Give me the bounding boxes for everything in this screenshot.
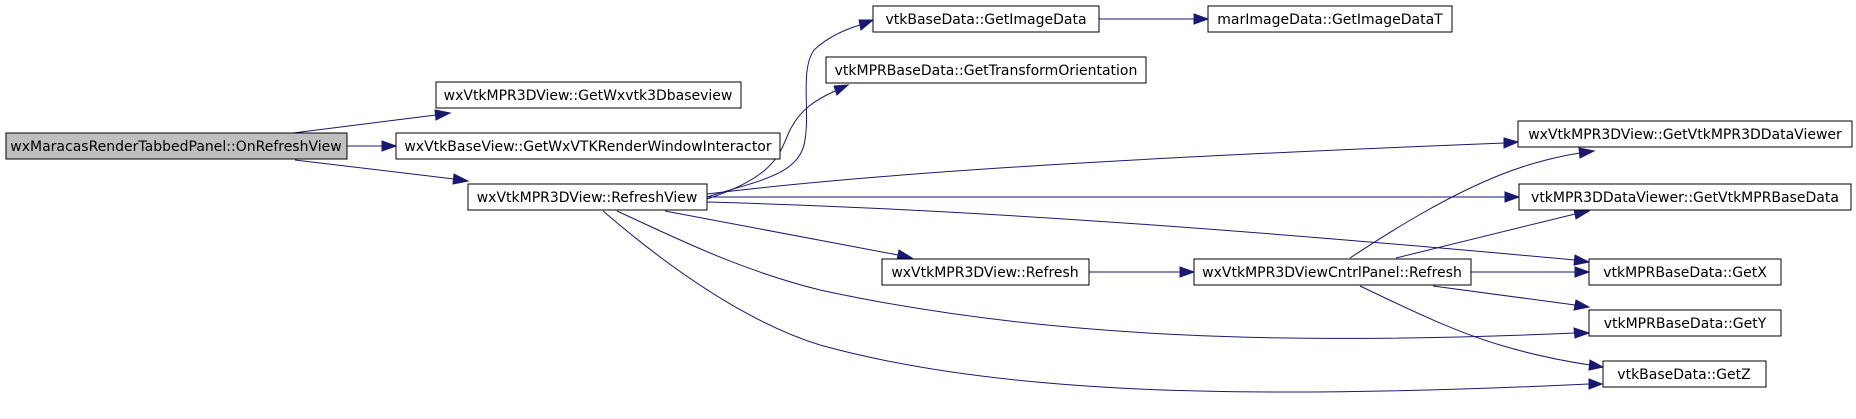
edge-refreshview-getvtkmpr3ddataviewer xyxy=(706,137,1520,195)
node-refresh-label: wxVtkMPR3DView::Refresh xyxy=(891,265,1078,281)
edge-root-getwxvtk3dbaseview xyxy=(284,109,452,135)
node-getvtkmpr3ddataviewer[interactable]: wxVtkMPR3DView::GetVtkMPR3DDataViewer xyxy=(1517,120,1853,148)
node-getvtkmprbasedata[interactable]: vtkMPR3DDataViewer::GetVtkMPRBaseData xyxy=(1518,183,1852,211)
node-root[interactable]: wxMaracasRenderTabbedPanel::OnRefreshVie… xyxy=(5,132,348,160)
edge-cntrlrefresh-getvtkmpr3ddataviewer xyxy=(1349,147,1596,259)
node-getz[interactable]: vtkBaseData::GetZ xyxy=(1602,360,1767,388)
edge-refresh-cntrlrefresh xyxy=(1089,266,1196,278)
node-getimagedatat-label: marImageData::GetImageDataT xyxy=(1217,12,1443,28)
edge-refreshview-getz xyxy=(602,210,1604,393)
node-getx-label: vtkMPRBaseData::GetX xyxy=(1603,265,1767,281)
edge-refreshview-gettransformorientation xyxy=(706,84,850,200)
node-getvtkmpr3ddataviewer-label: wxVtkMPR3DView::GetVtkMPR3DDataViewer xyxy=(1528,127,1842,143)
node-refreshview[interactable]: wxVtkMPR3DView::RefreshView xyxy=(467,183,708,211)
edge-cntrlrefresh-gety xyxy=(1432,285,1591,311)
edge-cntrlrefresh-getx xyxy=(1471,266,1591,278)
node-gety-label: vtkMPRBaseData::GetY xyxy=(1604,316,1767,332)
node-getimagedata-label: vtkBaseData::GetImageData xyxy=(885,12,1086,28)
node-getwxvtkrenderwindowinteractor-label: wxVtkBaseView::GetWxVTKRenderWindowInter… xyxy=(404,139,772,155)
node-gety[interactable]: vtkMPRBaseData::GetY xyxy=(1588,309,1782,337)
node-getimagedata[interactable]: vtkBaseData::GetImageData xyxy=(872,5,1100,33)
edge-refreshview-getx xyxy=(706,201,1591,266)
edge-cntrlrefresh-getz xyxy=(1359,285,1605,371)
edge-root-refreshview xyxy=(294,159,470,185)
edge-refreshview-gety xyxy=(616,210,1591,339)
node-cntrlrefresh[interactable]: wxVtkMPR3DViewCntrlPanel::Refresh xyxy=(1193,258,1472,286)
node-gettransformorientation-label: vtkMPRBaseData::GetTransformOrientation xyxy=(835,63,1138,79)
edge-cntrlrefresh-getvtkmprbasedata xyxy=(1395,208,1591,259)
node-getwxvtkrenderwindowinteractor[interactable]: wxVtkBaseView::GetWxVTKRenderWindowInter… xyxy=(395,132,781,160)
edge-root-getwxvtkrenderwindowinteractor xyxy=(347,140,398,152)
edge-getimagedata-getimagedatat xyxy=(1099,13,1210,25)
node-getwxvtk3dbaseview[interactable]: wxVtkMPR3DView::GetWxvtk3Dbaseview xyxy=(435,81,742,109)
node-getimagedatat[interactable]: marImageData::GetImageDataT xyxy=(1207,5,1453,33)
node-refresh[interactable]: wxVtkMPR3DView::Refresh xyxy=(881,258,1090,286)
node-refreshview-label: wxVtkMPR3DView::RefreshView xyxy=(477,190,698,206)
node-getwxvtk3dbaseview-label: wxVtkMPR3DView::GetWxvtk3Dbaseview xyxy=(444,88,733,104)
edge-refreshview-getvtkmprbasedata xyxy=(707,191,1521,203)
edge-refreshview-refresh xyxy=(664,210,914,261)
node-cntrlrefresh-label: wxVtkMPR3DViewCntrlPanel::Refresh xyxy=(1202,265,1462,281)
node-gettransformorientation[interactable]: vtkMPRBaseData::GetTransformOrientation xyxy=(825,56,1147,84)
node-getx[interactable]: vtkMPRBaseData::GetX xyxy=(1588,258,1782,286)
node-getz-label: vtkBaseData::GetZ xyxy=(1617,367,1750,383)
node-getvtkmprbasedata-label: vtkMPR3DDataViewer::GetVtkMPRBaseData xyxy=(1531,190,1839,206)
node-root-label: wxMaracasRenderTabbedPanel::OnRefreshVie… xyxy=(10,139,341,155)
edge-refreshview-getimagedata xyxy=(706,19,875,198)
